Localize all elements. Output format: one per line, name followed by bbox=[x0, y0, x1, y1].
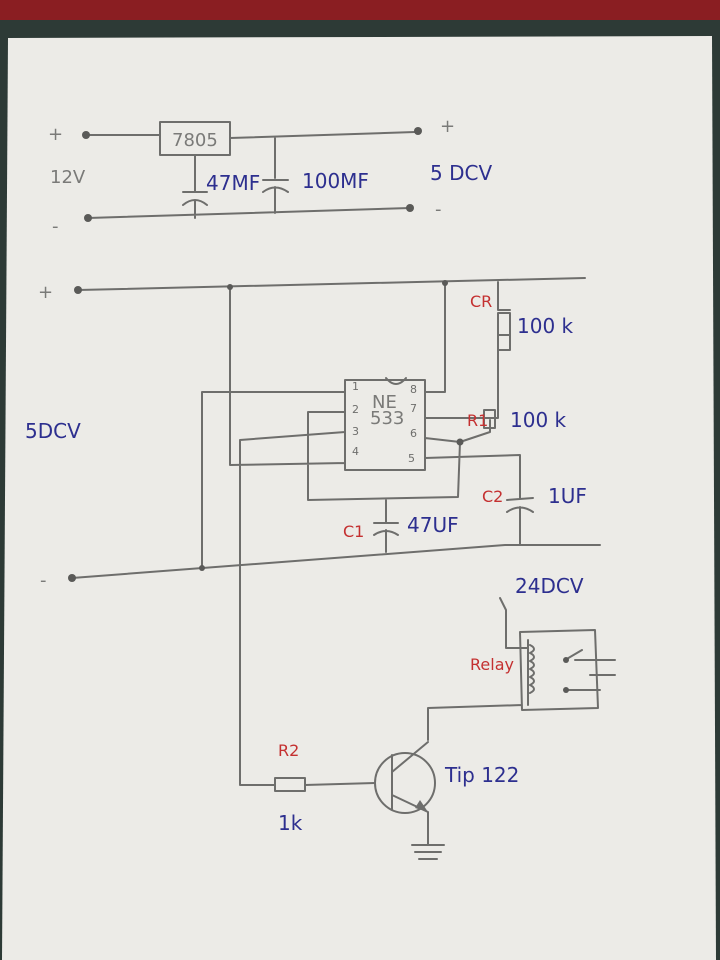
ic-name-line2: 533 bbox=[370, 408, 404, 429]
relay-driver-circuit: 24DCV Relay R2 1k Tip 122 bbox=[239, 574, 616, 860]
input-voltage-label: 12V bbox=[50, 167, 86, 188]
regulator-circuit: + 12V - 7805 47MF 100MF + 5 DCV - bbox=[48, 116, 492, 237]
r2-value: 1k bbox=[278, 811, 303, 835]
ic-name-line1: NE bbox=[372, 392, 397, 413]
minus-label: - bbox=[40, 570, 47, 591]
pin-8: 8 bbox=[410, 383, 417, 396]
junction bbox=[227, 284, 233, 290]
plus-in-label: + bbox=[48, 124, 63, 145]
relay-label: Relay bbox=[470, 655, 514, 674]
r1-resistor bbox=[483, 409, 496, 429]
supply-voltage-label: 5DCV bbox=[25, 419, 81, 443]
c1-label: C1 bbox=[343, 522, 364, 541]
terminal-12v-minus bbox=[84, 214, 92, 222]
plus-label: + bbox=[38, 282, 53, 303]
cr-label: CR bbox=[470, 292, 492, 311]
junction bbox=[456, 438, 464, 446]
output-voltage-label: 5 DCV bbox=[430, 161, 492, 185]
transistor-label: Tip 122 bbox=[444, 763, 519, 787]
pin-7: 7 bbox=[410, 402, 417, 415]
terminal-5v-minus bbox=[406, 204, 414, 212]
transistor-symbol bbox=[374, 752, 436, 814]
relay-supply-label: 24DCV bbox=[515, 574, 584, 598]
terminal-12v-plus bbox=[82, 131, 90, 139]
r2-resistor bbox=[274, 777, 306, 792]
relay-contact bbox=[563, 687, 569, 693]
minus-out-label: - bbox=[435, 199, 442, 220]
pin-4: 4 bbox=[352, 445, 359, 458]
regulator-ic-label: 7805 bbox=[172, 130, 218, 151]
terminal-5v-minus-main bbox=[68, 574, 76, 582]
cr-potentiometer bbox=[497, 312, 511, 336]
terminal-5v-plus bbox=[414, 127, 422, 135]
c2-label: C2 bbox=[482, 487, 503, 506]
cr-value: 100 k bbox=[517, 314, 574, 338]
cap1-label: 47MF bbox=[206, 171, 260, 195]
plus-out-label: + bbox=[440, 116, 455, 137]
pin-5: 5 bbox=[408, 452, 415, 465]
c1-value: 47UF bbox=[407, 513, 459, 537]
timer-circuit: + - 5DCV NE 533 1 2 3 4 5 6 7 8 CR 100 k… bbox=[25, 277, 601, 761]
notebook-edge bbox=[0, 0, 720, 20]
pin-6: 6 bbox=[410, 427, 417, 440]
junction bbox=[442, 280, 448, 286]
relay-contact bbox=[563, 657, 569, 663]
r1-value: 100 k bbox=[510, 408, 567, 432]
minus-in-label: - bbox=[52, 216, 59, 237]
cap2-label: 100MF bbox=[302, 169, 369, 193]
terminal-5v-plus-main bbox=[74, 286, 82, 294]
r1-label: R1 bbox=[467, 411, 488, 430]
c2-value: 1UF bbox=[548, 484, 587, 508]
r2-label: R2 bbox=[278, 741, 299, 760]
junction bbox=[199, 565, 205, 571]
pin-3: 3 bbox=[352, 425, 359, 438]
pin-2: 2 bbox=[352, 403, 359, 416]
pin-1: 1 bbox=[352, 380, 359, 393]
